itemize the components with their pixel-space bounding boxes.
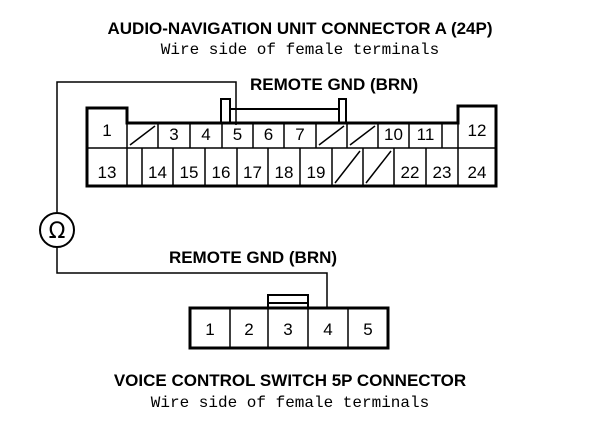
unused-cavity-slash [334, 150, 361, 184]
unused-cavity-slash [365, 150, 392, 184]
connector-b: 1 2 3 4 5 [188, 294, 390, 350]
pin-15: 15 [180, 163, 199, 182]
pin-3: 3 [283, 320, 292, 339]
pin-14: 14 [148, 163, 167, 182]
pin-4: 4 [201, 125, 210, 144]
connector-b-subtitle: Wire side of female terminals [151, 394, 429, 412]
probe-wire [56, 81, 328, 308]
pin-5: 5 [233, 125, 242, 144]
unused-cavity-slash [129, 125, 156, 146]
pin-6: 6 [264, 125, 273, 144]
pin-4: 4 [323, 320, 332, 339]
pin-1: 1 [205, 320, 214, 339]
pin-16: 16 [212, 163, 231, 182]
pin-1: 1 [102, 121, 111, 140]
connector-b-title: VOICE CONTROL SWITCH 5P CONNECTOR [114, 371, 466, 390]
pin-10: 10 [384, 125, 403, 144]
svg-text:Ω: Ω [49, 219, 66, 244]
pin-13: 13 [98, 163, 117, 182]
pin-17: 17 [243, 163, 262, 182]
pin-23: 23 [433, 163, 452, 182]
pin-7: 7 [295, 125, 304, 144]
pin-18: 18 [275, 163, 294, 182]
pin-19: 19 [307, 163, 326, 182]
connector-a-title: AUDIO-NAVIGATION UNIT CONNECTOR A (24P) [107, 19, 492, 38]
pin-11: 11 [417, 125, 435, 144]
connector-b-wire-label: REMOTE GND (BRN) [169, 248, 337, 267]
pin-5: 5 [363, 320, 372, 339]
pin-12: 12 [468, 121, 487, 140]
connector-a-wire-label: REMOTE GND (BRN) [250, 75, 418, 94]
pin-22: 22 [401, 163, 420, 182]
connector-a-subtitle: Wire side of female terminals [161, 41, 439, 59]
pin-24: 24 [468, 163, 487, 182]
unused-cavity-slash [318, 125, 345, 146]
unused-cavity-slash [349, 125, 376, 146]
pin-3: 3 [169, 125, 178, 144]
ohmmeter-icon: Ω [39, 212, 75, 248]
pin-2: 2 [244, 320, 253, 339]
